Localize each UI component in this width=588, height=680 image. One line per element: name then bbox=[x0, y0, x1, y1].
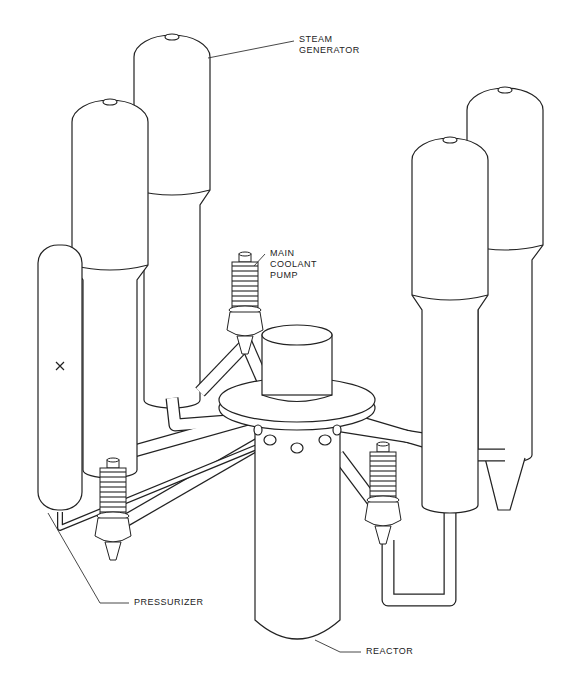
reactor-vessel-part bbox=[264, 435, 276, 445]
steam-generator-part bbox=[103, 99, 117, 105]
steam-generator-part bbox=[412, 138, 488, 513]
pressurizer bbox=[38, 245, 82, 510]
leader-line-part bbox=[48, 513, 129, 603]
reactor-vessel-part bbox=[254, 425, 262, 435]
steam-generator-part bbox=[165, 34, 179, 40]
leader-line-part bbox=[315, 640, 361, 652]
reactor-vessel-part bbox=[255, 410, 340, 639]
pump bbox=[95, 442, 401, 560]
reactor-vessel-part bbox=[333, 425, 341, 435]
steam-generator-part bbox=[485, 458, 525, 510]
pump-part bbox=[227, 252, 263, 354]
reactor-vessel-part bbox=[319, 435, 331, 445]
steam-generator-part bbox=[412, 295, 488, 300]
reactor-vessel bbox=[219, 325, 375, 639]
part-label: STEAM GENERATOR bbox=[297, 34, 375, 56]
leader-line-part bbox=[254, 254, 265, 266]
part-label: MAIN COOLANT PUMP bbox=[268, 248, 330, 281]
coolant-pipe-part-part bbox=[335, 425, 430, 440]
reactor-vessel-part bbox=[262, 325, 332, 345]
steam-generator bbox=[412, 137, 488, 513]
steam-generator-part bbox=[72, 100, 148, 478]
leader-line-part bbox=[208, 41, 294, 58]
leader-line bbox=[48, 41, 361, 652]
steam-generator bbox=[72, 99, 148, 478]
reactor-vessel-part bbox=[262, 395, 332, 402]
reactor-vessel-part bbox=[291, 443, 303, 453]
part-label: REACTOR bbox=[364, 646, 415, 657]
pump-part bbox=[365, 442, 401, 544]
steam-generator-part bbox=[72, 265, 148, 270]
part-label: PRESSURIZER bbox=[132, 597, 206, 608]
pump bbox=[227, 252, 263, 354]
pump-part bbox=[95, 458, 131, 560]
steam-generator-part bbox=[498, 87, 512, 93]
coolant-pipe-part-part bbox=[335, 425, 430, 440]
pressurizer-part bbox=[56, 362, 64, 370]
steam-generator-part bbox=[443, 137, 457, 143]
pressurizer-part bbox=[38, 245, 82, 510]
